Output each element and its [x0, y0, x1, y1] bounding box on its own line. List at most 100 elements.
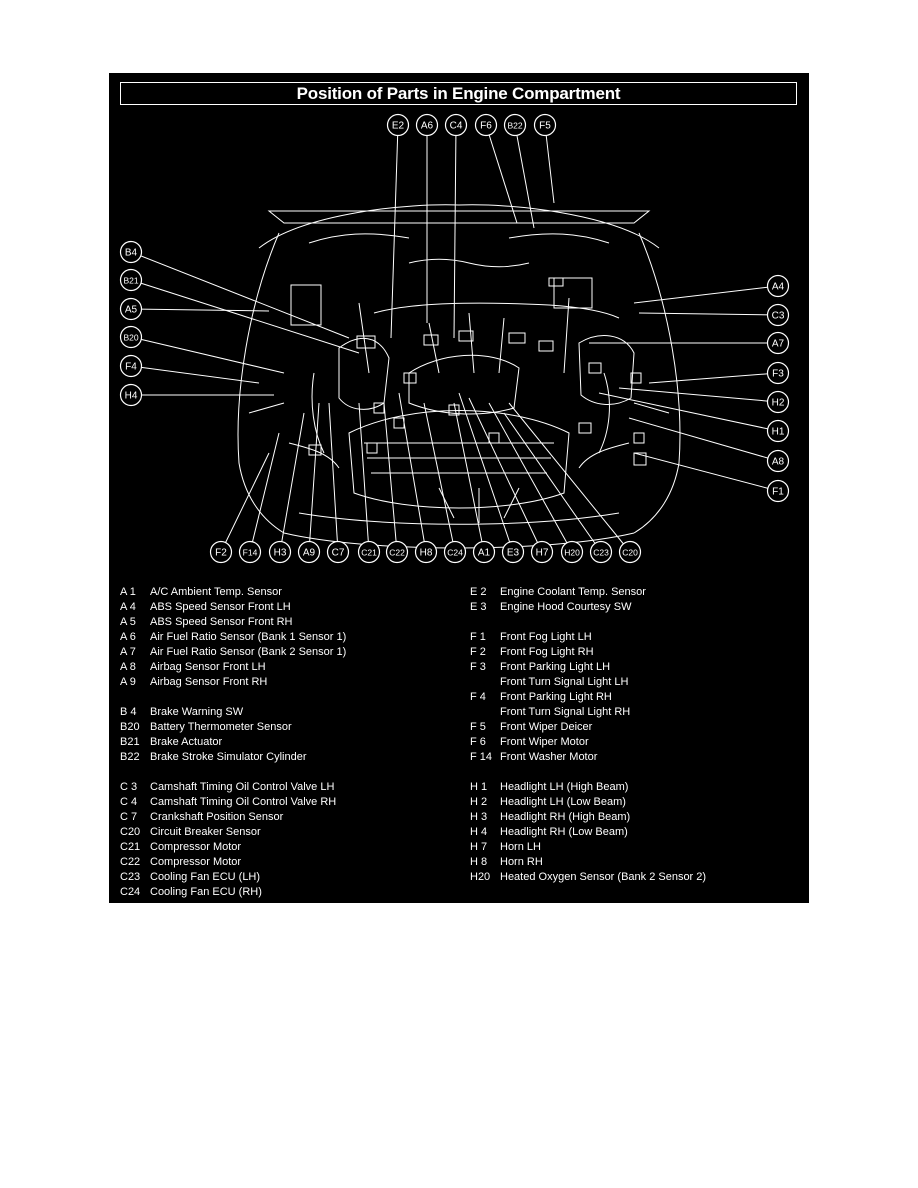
component-block [403, 372, 417, 384]
legend-part-name: Front Wiper Deicer [500, 721, 593, 733]
legend-code: F 6 [470, 736, 486, 748]
callout-label: H20 [564, 548, 580, 558]
callout-f6: F6 [474, 113, 498, 137]
leader-line-c24 [423, 402, 456, 553]
component-block [633, 432, 645, 444]
callout-circle [119, 268, 143, 292]
legend-part-name: Headlight RH (Low Beam) [500, 826, 628, 838]
callout-circle [119, 325, 143, 349]
callout-label: C22 [389, 548, 405, 558]
engine-outline-stroke [578, 335, 635, 405]
leader-line-f14 [249, 432, 280, 553]
legend-code: A 8 [120, 661, 136, 673]
legend-part-name: Circuit Breaker Sensor [150, 826, 261, 838]
legend-part-name: Front Wiper Motor [500, 736, 589, 748]
callout-circle [766, 419, 790, 443]
callout-label: A4 [772, 282, 785, 293]
legend-part-name: Cooling Fan ECU (LH) [150, 871, 261, 883]
leader-line-f1 [633, 452, 779, 492]
callout-circle [533, 113, 557, 137]
legend-code: F 2 [470, 646, 486, 658]
leader-line-f6 [485, 124, 518, 224]
legend-code: H 4 [470, 826, 488, 838]
callout-b20: B20 [119, 325, 143, 349]
callout-circle [443, 540, 467, 564]
component-block [308, 444, 322, 456]
legend-part-name: Brake Actuator [150, 736, 223, 748]
component-block [508, 332, 526, 344]
callout-e3: E3 [501, 540, 525, 564]
engine-outline-stroke [348, 410, 570, 509]
leader-line-h1 [598, 392, 779, 432]
legend-code: A 9 [120, 676, 136, 688]
callout-circle [766, 274, 790, 298]
engine-outline-stroke [633, 232, 681, 534]
legend-code: C 3 [120, 781, 138, 793]
callout-circle [503, 113, 527, 137]
legend-code: F 4 [470, 691, 486, 703]
callout-circle [618, 540, 642, 564]
callout-circle [119, 383, 143, 407]
callout-f5: F5 [533, 113, 557, 137]
legend-part-name: Airbag Sensor Front RH [150, 676, 268, 688]
callout-h7: H7 [530, 540, 554, 564]
leader-line-f4 [130, 365, 260, 384]
leader-line-c4 [453, 124, 457, 339]
engine-outline-stroke [258, 204, 660, 249]
callout-f14: F14 [238, 540, 262, 564]
callout-circle [766, 361, 790, 385]
callout-h4: H4 [119, 383, 143, 407]
leader-line-a9 [308, 402, 320, 553]
legend-code: H 1 [470, 781, 488, 793]
legend-code: F 5 [470, 721, 486, 733]
legend-code: A 4 [120, 601, 136, 613]
callout-label: E2 [392, 121, 405, 132]
component-block [588, 362, 602, 374]
callout-label: C24 [447, 548, 463, 558]
legend-part-name: Headlight LH (High Beam) [500, 781, 629, 793]
callout-label: C3 [772, 311, 785, 322]
leader-line-c23 [503, 412, 602, 553]
engine-outline-stroke [248, 402, 670, 414]
legend-code: A 7 [120, 646, 136, 658]
callout-circle [501, 540, 525, 564]
engine-outline-stroke [438, 487, 520, 523]
legend-code: A 6 [120, 631, 136, 643]
component-block [393, 417, 405, 429]
legend-part-name: ABS Speed Sensor Front RH [150, 616, 293, 628]
engine-outline-stroke [598, 372, 610, 454]
legend-part-name: Crankshaft Position Sensor [150, 811, 284, 823]
engine-outline-stroke [308, 233, 410, 244]
engine-outline-stroke [288, 442, 340, 469]
leader-line-e2 [390, 124, 399, 339]
legend-part-name: Heated Oxygen Sensor (Bank 2 Sensor 2) [500, 871, 707, 883]
legend-code: C24 [120, 886, 141, 898]
callout-a1: A1 [472, 540, 496, 564]
callout-a8: A8 [766, 449, 790, 473]
callout-label: F3 [772, 369, 784, 380]
callout-f2: F2 [209, 540, 233, 564]
callout-circle [385, 540, 409, 564]
callout-label: H2 [772, 398, 785, 409]
callout-c24: C24 [443, 540, 467, 564]
callout-circle [386, 113, 410, 137]
callout-label: F5 [539, 121, 551, 132]
engine-outline-stroke [298, 512, 620, 525]
callout-circle [238, 540, 262, 564]
legend-part-name: Front Parking Light RH [500, 691, 612, 703]
legend-code: C 4 [120, 796, 138, 808]
legend-part-name: Air Fuel Ratio Sensor (Bank 1 Sensor 1) [150, 631, 347, 643]
legend-part-name: Front Turn Signal Light LH [500, 676, 629, 688]
component-block [366, 442, 378, 454]
component-block [290, 284, 322, 326]
callout-circle [326, 540, 350, 564]
legend-part-name: Front Fog Light LH [500, 631, 592, 643]
legend-part-name: Engine Coolant Temp. Sensor [500, 586, 646, 598]
leader-line-b4 [130, 251, 350, 339]
legend-code: B20 [120, 721, 140, 733]
legend-part-name: Horn LH [500, 841, 541, 853]
callout-label: A6 [421, 121, 434, 132]
callout-label: A7 [772, 339, 785, 350]
